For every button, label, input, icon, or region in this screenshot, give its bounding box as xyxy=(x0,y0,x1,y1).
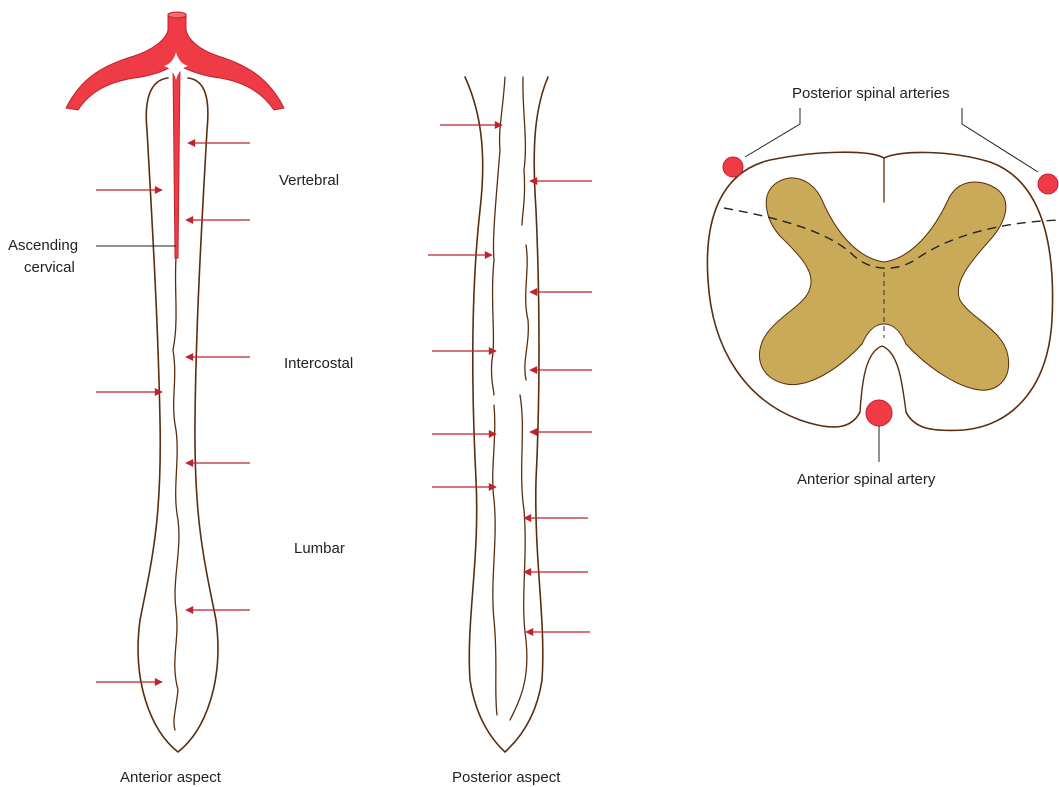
posterior-spinal-artery-left-lower xyxy=(493,405,497,715)
artery-lumen-top xyxy=(168,12,186,18)
posterior-arteries-leader-right xyxy=(962,108,1038,172)
posterior-spinal-artery-right xyxy=(522,77,525,225)
anterior-spinal-artery-label: Anterior spinal artery xyxy=(797,471,936,488)
ascending-cervical-label-line2: cervical xyxy=(24,259,75,276)
vertebral-label: Vertebral xyxy=(279,172,339,189)
posterior-spinal-artery-right-lower xyxy=(510,395,527,720)
ascending-cervical-label-line1: Ascending xyxy=(8,237,78,254)
posterior-spinal-artery-left-dot xyxy=(723,157,743,177)
anterior-spinal-artery-dot xyxy=(866,400,892,426)
lumbar-label: Lumbar xyxy=(294,540,345,557)
posterior-cord-outline xyxy=(465,77,548,752)
intercostal-label: Intercostal xyxy=(284,355,353,372)
posterior-spinal-artery-right-mid xyxy=(525,245,528,380)
anterior-aspect-figure: Ascending cervical Anterior aspect xyxy=(8,12,284,786)
vertebral-arteries xyxy=(66,14,284,258)
posterior-spinal-arteries-label: Posterior spinal arteries xyxy=(792,85,950,102)
cord-cross-section: Posterior spinal arteries Anterior spina… xyxy=(707,85,1059,488)
posterior-arteries-leader-left xyxy=(745,108,800,157)
posterior-spinal-artery-right-dot xyxy=(1038,174,1058,194)
posterior-aspect-figure: Posterior aspect xyxy=(428,77,592,786)
posterior-aspect-caption: Posterior aspect xyxy=(452,769,561,786)
anterior-spinal-artery-vessel xyxy=(173,258,179,730)
anterior-aspect-caption: Anterior aspect xyxy=(120,769,222,786)
